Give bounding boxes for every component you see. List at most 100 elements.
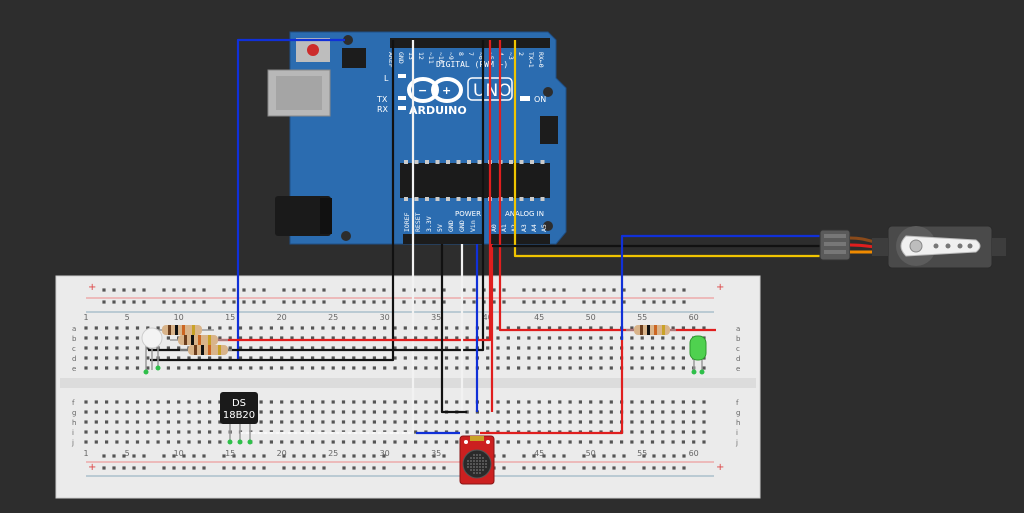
rail-hole[interactable]	[542, 466, 546, 470]
rail-hole[interactable]	[582, 288, 586, 292]
rail-hole[interactable]	[442, 288, 446, 292]
breadboard-hole[interactable]	[661, 336, 665, 340]
breadboard-hole[interactable]	[218, 420, 222, 424]
breadboard-hole[interactable]	[537, 336, 541, 340]
breadboard-hole[interactable]	[166, 430, 170, 434]
breadboard-hole[interactable]	[311, 366, 315, 370]
breadboard-hole[interactable]	[671, 410, 675, 414]
rail-hole[interactable]	[592, 300, 596, 304]
breadboard-hole[interactable]	[681, 336, 685, 340]
rail-hole[interactable]	[582, 466, 586, 470]
breadboard-hole[interactable]	[290, 326, 294, 330]
breadboard-hole[interactable]	[661, 440, 665, 444]
breadboard-hole[interactable]	[166, 410, 170, 414]
servo-horn[interactable]	[900, 235, 981, 257]
breadboard-hole[interactable]	[146, 440, 150, 444]
breadboard-hole[interactable]	[352, 410, 356, 414]
breadboard-hole[interactable]	[269, 420, 273, 424]
rail-hole[interactable]	[102, 454, 106, 458]
breadboard-hole[interactable]	[609, 410, 613, 414]
breadboard-hole[interactable]	[486, 366, 490, 370]
breadboard-hole[interactable]	[269, 410, 273, 414]
breadboard-hole[interactable]	[434, 440, 438, 444]
breadboard-hole[interactable]	[341, 440, 346, 444]
microphone-module[interactable]	[459, 435, 495, 485]
breadboard-hole[interactable]	[321, 366, 325, 370]
breadboard-hole[interactable]	[331, 400, 335, 404]
breadboard-hole[interactable]	[506, 356, 510, 360]
rail-hole[interactable]	[112, 288, 116, 292]
breadboard-hole[interactable]	[105, 356, 109, 360]
breadboard-hole[interactable]	[125, 346, 129, 350]
breadboard-hole[interactable]	[486, 356, 490, 360]
breadboard-hole[interactable]	[578, 440, 582, 444]
rail-hole[interactable]	[282, 454, 286, 458]
breadboard-hole[interactable]	[589, 346, 593, 350]
rail-hole[interactable]	[662, 454, 666, 458]
rail-hole[interactable]	[662, 288, 666, 292]
rail-hole[interactable]	[672, 288, 676, 292]
breadboard-hole[interactable]	[496, 346, 500, 350]
breadboard-hole[interactable]	[661, 356, 665, 360]
breadboard-hole[interactable]	[177, 440, 181, 444]
rail-hole[interactable]	[292, 466, 296, 470]
breadboard-hole[interactable]	[558, 326, 562, 330]
rail-hole[interactable]	[112, 466, 116, 470]
rail-hole[interactable]	[112, 454, 116, 458]
breadboard-hole[interactable]	[547, 336, 552, 340]
breadboard-hole[interactable]	[650, 346, 655, 350]
breadboard-hole[interactable]	[372, 326, 376, 330]
breadboard-hole[interactable]	[640, 430, 644, 434]
rail-hole[interactable]	[352, 466, 356, 470]
breadboard-hole[interactable]	[187, 440, 191, 444]
breadboard-hole[interactable]	[94, 346, 98, 350]
rail-hole[interactable]	[202, 288, 206, 292]
breadboard-hole[interactable]	[362, 410, 366, 414]
breadboard-hole[interactable]	[393, 326, 397, 330]
breadboard-hole[interactable]	[517, 410, 521, 414]
breadboard-hole[interactable]	[671, 400, 675, 404]
breadboard-hole[interactable]	[599, 366, 603, 370]
breadboard-hole[interactable]	[434, 400, 438, 404]
breadboard-hole[interactable]	[630, 366, 634, 370]
breadboard-hole[interactable]	[115, 430, 119, 434]
rail-hole[interactable]	[262, 300, 266, 304]
breadboard-hole[interactable]	[475, 430, 479, 434]
breadboard-hole[interactable]	[300, 336, 304, 340]
breadboard-hole[interactable]	[496, 400, 500, 404]
breadboard-hole[interactable]	[578, 410, 582, 414]
breadboard-hole[interactable]	[238, 366, 243, 370]
breadboard-hole[interactable]	[321, 326, 325, 330]
rail-hole[interactable]	[362, 288, 366, 292]
breadboard-hole[interactable]	[321, 400, 325, 404]
breadboard-hole[interactable]	[393, 356, 397, 360]
breadboard-hole[interactable]	[609, 420, 613, 424]
breadboard-hole[interactable]	[537, 356, 541, 360]
breadboard-hole[interactable]	[640, 336, 644, 340]
breadboard-hole[interactable]	[249, 356, 253, 360]
breadboard-hole[interactable]	[681, 440, 685, 444]
breadboard-hole[interactable]	[547, 346, 552, 350]
rail-hole[interactable]	[622, 300, 626, 304]
rail-hole[interactable]	[522, 288, 526, 292]
breadboard-hole[interactable]	[537, 420, 541, 424]
breadboard-hole[interactable]	[702, 410, 706, 414]
breadboard-hole[interactable]	[547, 410, 552, 414]
breadboard-hole[interactable]	[444, 356, 449, 360]
breadboard-hole[interactable]	[321, 346, 325, 350]
breadboard-hole[interactable]	[517, 420, 521, 424]
breadboard-hole[interactable]	[650, 400, 655, 404]
rail-hole[interactable]	[652, 300, 656, 304]
wire-blue-gnd[interactable]	[236, 38, 345, 360]
breadboard-hole[interactable]	[589, 326, 593, 330]
breadboard-hole[interactable]	[403, 336, 407, 340]
breadboard-hole[interactable]	[311, 356, 315, 360]
breadboard-hole[interactable]	[506, 420, 510, 424]
rail-hole[interactable]	[372, 288, 376, 292]
breadboard-hole[interactable]	[290, 356, 294, 360]
rail-hole[interactable]	[312, 454, 316, 458]
breadboard-hole[interactable]	[105, 346, 109, 350]
breadboard-hole[interactable]	[558, 440, 562, 444]
breadboard-hole[interactable]	[166, 440, 170, 444]
breadboard-hole[interactable]	[197, 366, 201, 370]
